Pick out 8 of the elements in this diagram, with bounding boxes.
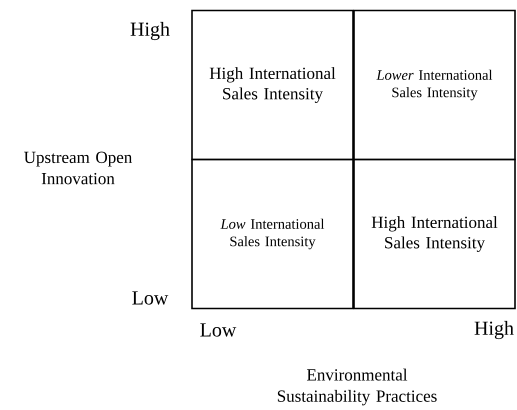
- quadrant-cell: High International Sales Intensity: [191, 10, 354, 160]
- axis-label: Low: [132, 291, 168, 305]
- axis-label: Upstream Open Innovation: [24, 152, 132, 184]
- quadrant-cell: High International Sales Intensity: [353, 158, 516, 310]
- axis-label: High: [130, 22, 170, 40]
- axis-label: Environmental Sustainability Practices: [278, 368, 437, 406]
- quadrant-cell: Lower International Sales Intensity: [353, 10, 516, 160]
- quadrant-cell: Low International Sales Intensity: [191, 158, 354, 310]
